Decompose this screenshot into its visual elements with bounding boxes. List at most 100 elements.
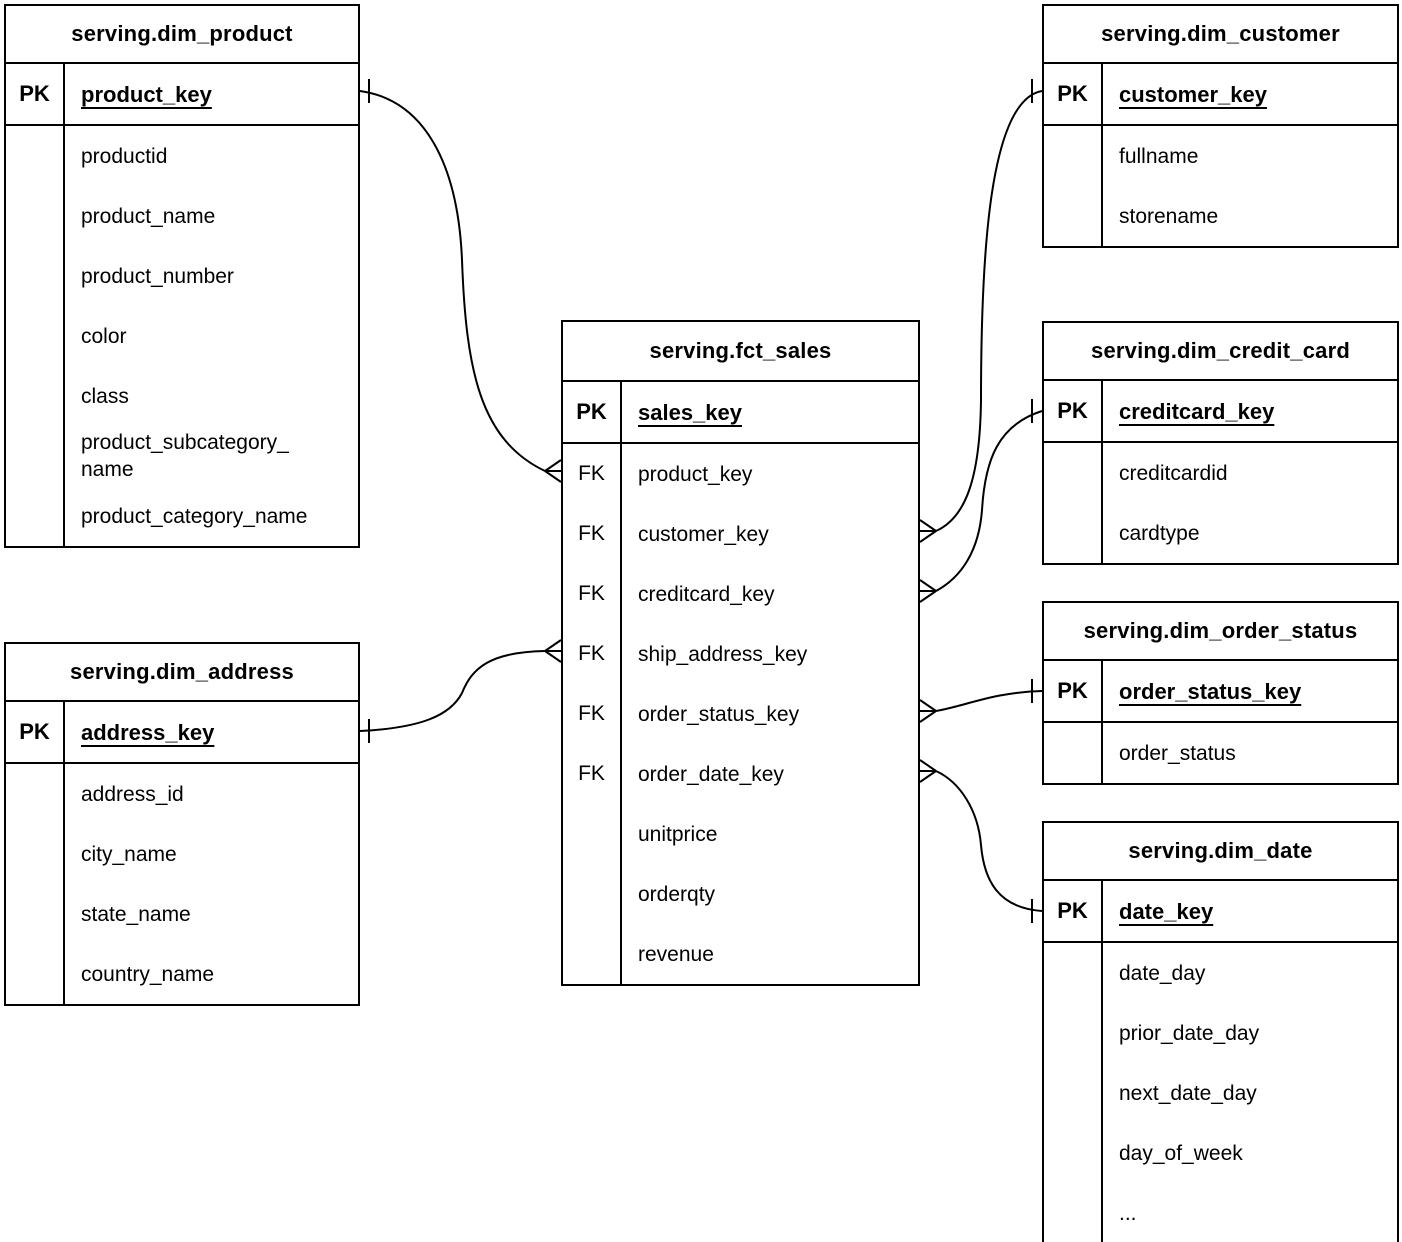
field-row: product_subcategory_ name [6,426,358,486]
fk-badge [1044,186,1103,246]
field-row: day_of_week [1044,1123,1397,1183]
fk-badge [1044,1063,1103,1123]
fk-badge [6,944,65,1004]
field-row: next_date_day [1044,1063,1397,1123]
primary-key-name: customer_key [1119,81,1267,107]
primary-key-name: order_status_key [1119,678,1302,704]
fk-badge [6,366,65,426]
crow-foot-marker [919,710,937,723]
fk-badge: FK [563,564,622,624]
field-name: orderqty [638,882,716,906]
relationship-customer_key [919,79,1043,543]
field-name: productid [81,144,168,168]
field-name: order_date_key [638,762,784,786]
pk-badge: PK [6,702,65,762]
crow-foot-marker [544,650,562,663]
field-row: state_name [6,884,358,944]
fk-badge: FK [563,444,622,504]
crow-foot-marker [919,519,937,532]
relationship-line [359,650,546,732]
crow-foot-marker [544,470,562,483]
fk-badge [563,864,622,924]
field-row: FK order_date_key [563,744,918,804]
fk-badge [6,824,65,884]
fk-badge [6,186,65,246]
field-name: customer_key [638,522,769,546]
field-row: date_day [1044,943,1397,1003]
table-title: serving.dim_customer [1044,6,1397,64]
field-row: product_category_name [6,486,358,546]
relationship-order_status_key [919,679,1043,723]
primary-key-field: address_key [65,702,358,762]
relationship-line [935,690,1043,712]
field-name: day_of_week [1119,1141,1243,1165]
relationship-line [935,90,1043,532]
fk-badge [1044,1003,1103,1063]
fk-badge [6,764,65,824]
primary-key-field: sales_key [622,382,918,442]
crow-foot-marker [919,770,937,783]
field-name: city_name [81,842,177,866]
primary-key-field: product_key [65,64,358,124]
table-title: serving.dim_address [6,644,358,702]
field-name: cardtype [1119,521,1200,545]
field-row: productid [6,126,358,186]
field-row: prior_date_day [1044,1003,1397,1063]
table-title: serving.dim_order_status [1044,603,1397,661]
field-row: address_id [6,764,358,824]
primary-key-name: sales_key [638,399,742,425]
pk-badge: PK [563,382,622,442]
fk-badge [6,426,65,486]
fk-badge: FK [563,744,622,804]
fk-badge [6,306,65,366]
field-name: revenue [638,942,714,966]
relationship-ship_address_key [359,639,562,743]
pk-badge: PK [1044,881,1103,941]
relationship-line [935,410,1043,592]
field-name: product_number [81,264,234,288]
table-title: serving.dim_credit_card [1044,323,1397,381]
crow-foot-marker [919,579,937,592]
field-row: cardtype [1044,503,1397,563]
fk-badge [6,486,65,546]
crow-foot-marker [544,459,562,472]
crow-foot-marker [919,699,937,712]
relationship-creditcard_key [919,399,1043,603]
fk-badge [1044,1123,1103,1183]
primary-key-field: order_status_key [1103,661,1397,721]
field-row: storename [1044,186,1397,246]
table-title: serving.dim_date [1044,823,1397,881]
fk-badge [1044,943,1103,1003]
relationship-product_key [359,79,562,483]
primary-key-field: creditcard_key [1103,381,1397,441]
field-row: orderqty [563,864,918,924]
table-title: serving.fct_sales [563,322,918,382]
fk-badge: FK [563,624,622,684]
table-title: serving.dim_product [6,6,358,64]
field-row: class [6,366,358,426]
field-row: order_status [1044,723,1397,783]
field-name: date_day [1119,961,1206,985]
fk-badge [1044,723,1103,783]
fk-badge: FK [563,504,622,564]
primary-key-name: product_key [81,81,212,107]
field-name: state_name [81,902,191,926]
field-name: unitprice [638,822,718,846]
field-row: city_name [6,824,358,884]
primary-key-row: PK product_key [6,64,358,126]
pk-badge: PK [6,64,65,124]
field-row: fullname [1044,126,1397,186]
field-row: unitprice [563,804,918,864]
field-name: order_status [1119,741,1236,765]
field-name: product_name [81,204,216,228]
field-name: order_status_key [638,702,800,726]
fk-badge [1044,443,1103,503]
field-name: class [81,384,129,408]
fk-badge [1044,126,1103,186]
